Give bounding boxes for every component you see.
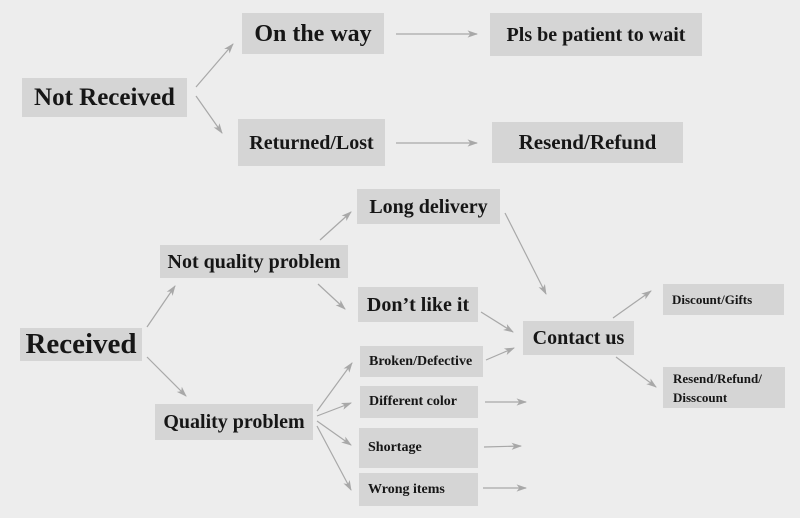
edge-contact-us-to-discount-gifts — [612, 290, 652, 319]
node-quality-problem: Quality problem — [155, 404, 313, 440]
node-wrong-items: Wrong items — [359, 473, 478, 506]
node-not-quality-problem: Not quality problem — [160, 245, 348, 278]
node-discount-gifts: Discount/Gifts — [663, 284, 784, 315]
node-not-quality-problem-label: Not quality problem — [167, 250, 341, 273]
node-different-color: Different color — [360, 386, 478, 418]
node-long-delivery-label: Long delivery — [369, 195, 488, 218]
node-shortage-label: Shortage — [368, 440, 422, 455]
node-received: Received — [20, 328, 142, 361]
node-returned-lost: Returned/Lost — [238, 119, 385, 166]
node-dont-like-it-label: Don’t like it — [366, 293, 470, 316]
node-quality-problem-label: Quality problem — [163, 411, 305, 433]
node-resend-refund-disscount-label-line2: Disscount — [673, 389, 728, 405]
edge-long-delivery-to-contact-us — [504, 212, 547, 295]
node-on-the-way-label: On the way — [254, 20, 372, 47]
node-broken-defective-label: Broken/Defective — [369, 353, 473, 369]
node-pls-be-patient-to-wait: Pls be patient to wait — [490, 13, 702, 56]
edge-not-received-to-on-the-way — [195, 43, 234, 88]
node-wrong-items-label: Wrong items — [368, 481, 445, 497]
edge-received-to-not-quality-problem — [146, 285, 176, 328]
node-different-color-label: Different color — [369, 394, 457, 409]
edge-not-received-to-returned-lost — [195, 95, 223, 134]
edge-dont-like-it-to-contact-us — [480, 311, 514, 333]
node-pls-be-patient-to-wait-label: Pls be patient to wait — [506, 23, 686, 46]
edge-not-quality-problem-to-dont-like-it — [317, 283, 346, 310]
node-discount-gifts-label: Discount/Gifts — [672, 292, 753, 307]
edge-contact-us-to-resend-refund-disscount — [615, 356, 657, 388]
node-resend-refund: Resend/Refund — [492, 122, 683, 163]
node-contact-us: Contact us — [523, 321, 634, 355]
edge-quality-problem-to-wrong-items — [316, 425, 352, 491]
node-received-label: Received — [25, 328, 137, 360]
node-long-delivery: Long delivery — [357, 189, 500, 224]
node-not-received-label: Not Received — [34, 84, 175, 111]
node-on-the-way: On the way — [242, 13, 384, 54]
node-broken-defective: Broken/Defective — [360, 346, 483, 377]
node-not-received: Not Received — [22, 78, 187, 117]
edge-not-quality-problem-to-long-delivery — [319, 211, 352, 241]
edge-quality-problem-to-shortage — [316, 420, 352, 446]
node-shortage: Shortage — [359, 428, 478, 468]
node-dont-like-it: Don’t like it — [358, 287, 478, 322]
edge-quality-problem-to-different-color — [316, 402, 352, 417]
node-contact-us-label: Contact us — [532, 327, 625, 349]
node-resend-refund-disscount: Resend/Refund/ Disscount — [663, 367, 785, 408]
edge-received-to-quality-problem — [146, 356, 187, 397]
node-returned-lost-label: Returned/Lost — [249, 131, 374, 154]
edge-broken-defective-to-contact-us — [485, 347, 515, 361]
node-resend-refund-label: Resend/Refund — [518, 130, 657, 154]
edge-shortage-to-right — [483, 442, 523, 450]
node-resend-refund-disscount-label-line1: Resend/Refund/ — [673, 370, 762, 386]
edge-quality-problem-to-broken-defective — [316, 362, 353, 412]
